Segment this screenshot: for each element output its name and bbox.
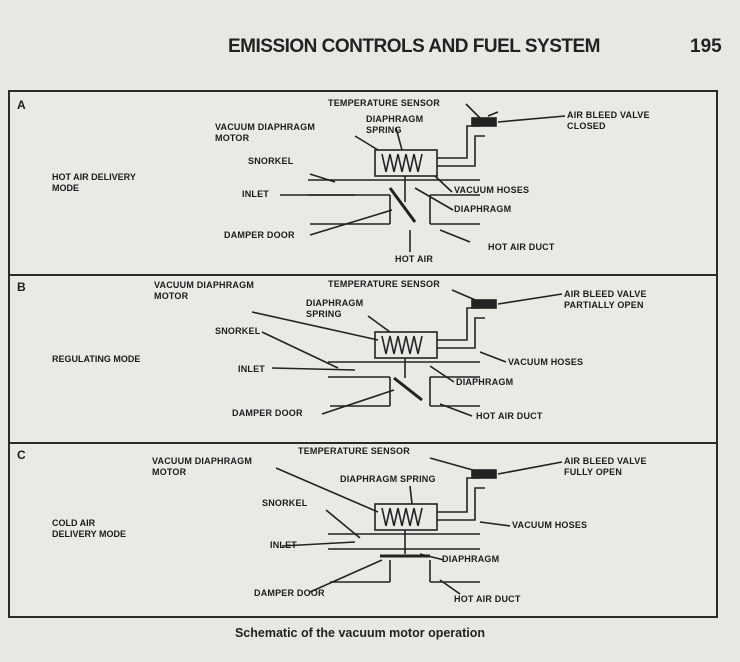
hot-air-duct-label: HOT AIR DUCT — [476, 411, 543, 421]
mode-label: HOT AIR DELIVERY MODE — [52, 172, 136, 193]
diaphragm-spring-label: DIAPHRAGM — [366, 114, 424, 124]
vacuum-diaphragm-motor-label-line2: MOTOR — [215, 133, 250, 143]
valve-state-label: CLOSED — [567, 121, 606, 131]
inlet-label: INLET — [238, 364, 265, 374]
panel-letter: C — [17, 448, 26, 462]
snorkel-label: SNORKEL — [262, 498, 308, 508]
schematic-drawing — [280, 103, 566, 252]
temperature-sensor-label: TEMPERATURE SENSOR — [328, 279, 440, 289]
hot-air-duct-label: HOT AIR DUCT — [488, 242, 555, 252]
damper-door-label: DAMPER DOOR — [224, 230, 295, 240]
diaphragm-label: DIAPHRAGM — [456, 377, 514, 387]
panel-b-regulating: B REGULATING MODE — [10, 274, 716, 444]
panel-a-hot-air-delivery: A HOT AIR DELIVERY MODE — [10, 92, 716, 276]
panel-letter: A — [17, 98, 26, 112]
damper-door-label: DAMPER DOOR — [232, 408, 303, 418]
diaphragm-spring-label: DIAPHRAGM — [306, 298, 364, 308]
valve-state-label: PARTIALLY OPEN — [564, 300, 644, 310]
vacuum-diaphragm-motor-label: VACUUM DIAPHRAGM — [152, 456, 253, 466]
diaphragm-spring-label-line2: SPRING — [366, 125, 402, 135]
air-bleed-valve-label: AIR BLEED VALVE — [564, 289, 647, 299]
hot-air-duct-label: HOT AIR DUCT — [454, 594, 521, 604]
vacuum-diaphragm-motor-label-line2: MOTOR — [152, 467, 187, 477]
air-bleed-valve-label: AIR BLEED VALVE — [567, 110, 650, 120]
schematic-drawing — [275, 457, 563, 595]
snorkel-label: SNORKEL — [215, 326, 261, 336]
inlet-label: INLET — [270, 540, 297, 550]
air-bleed-valve-label: AIR BLEED VALVE — [564, 456, 647, 466]
valve-state-label: FULLY OPEN — [564, 467, 623, 477]
diaphragm-label: DIAPHRAGM — [454, 204, 512, 214]
damper-door-label: DAMPER DOOR — [254, 588, 325, 598]
diaphragm-spring-label-line2: SPRING — [306, 309, 342, 319]
page-header-title: EMISSION CONTROLS AND FUEL SYSTEM — [228, 36, 600, 57]
diaphragm-spring-label: DIAPHRAGM SPRING — [340, 474, 436, 484]
snorkel-label: SNORKEL — [248, 156, 294, 166]
temperature-sensor-label: TEMPERATURE SENSOR — [298, 446, 410, 456]
panel-letter: B — [17, 280, 26, 294]
figure-caption: Schematic of the vacuum motor operation — [234, 626, 486, 640]
vacuum-diaphragm-motor-label-line2: MOTOR — [154, 291, 189, 301]
schematic-drawing — [251, 289, 563, 417]
mode-label: REGULATING MODE — [52, 354, 141, 364]
page-number: 195 — [690, 36, 722, 57]
vacuum-hoses-label: VACUUM HOSES — [454, 185, 530, 195]
vacuum-diaphragm-motor-label: VACUUM DIAPHRAGM — [154, 280, 255, 290]
mode-label: COLD AIR DELIVERY MODE — [52, 518, 127, 539]
inlet-label: INLET — [242, 189, 269, 199]
vacuum-hoses-label: VACUUM HOSES — [508, 357, 584, 367]
diaphragm-label: DIAPHRAGM — [442, 554, 500, 564]
hot-air-label: HOT AIR — [395, 254, 434, 264]
vacuum-diaphragm-motor-label: VACUUM DIAPHRAGM — [215, 122, 316, 132]
vacuum-hoses-label: VACUUM HOSES — [512, 520, 588, 530]
panel-c-cold-air-delivery: C COLD AIR DELIVERY MODE — [10, 442, 716, 616]
temperature-sensor-label: TEMPERATURE SENSOR — [328, 98, 440, 108]
vacuum-motor-schematic-figure: A HOT AIR DELIVERY MODE — [8, 90, 718, 618]
